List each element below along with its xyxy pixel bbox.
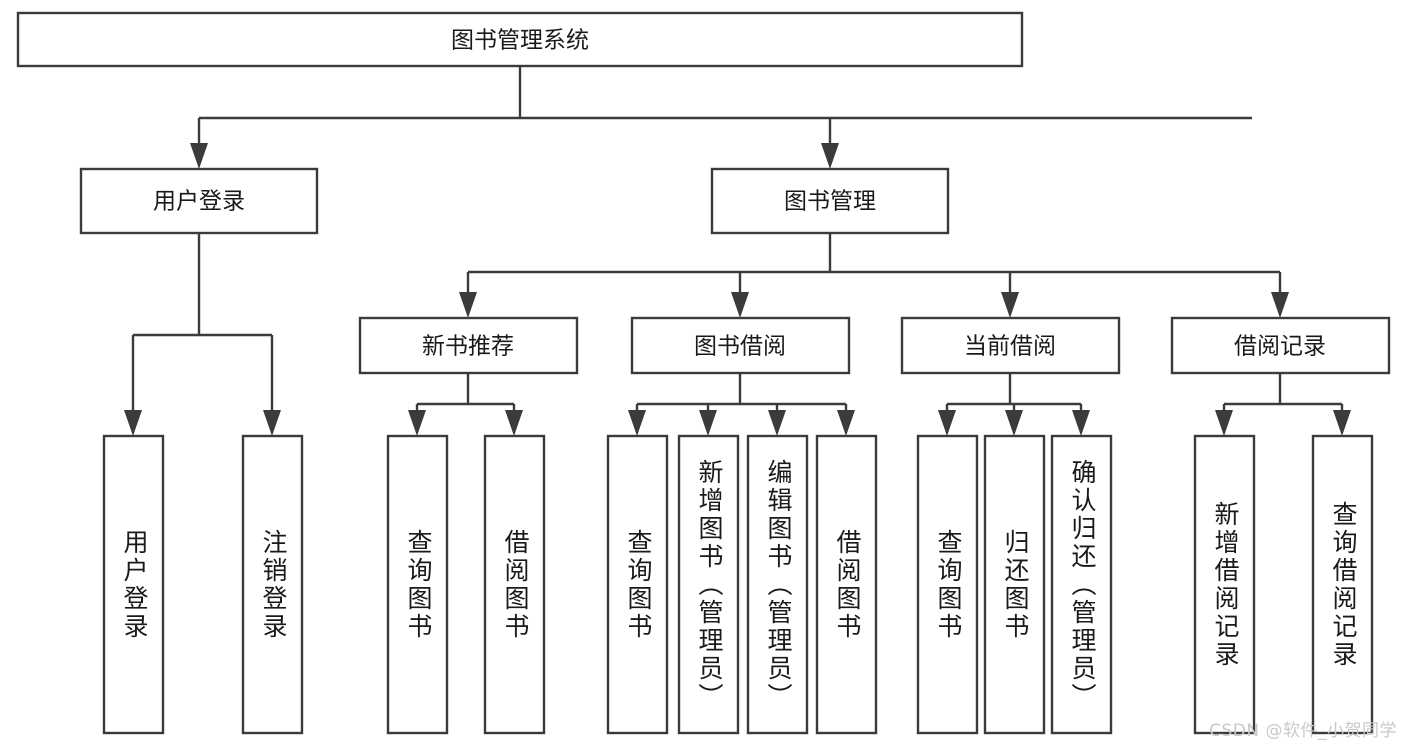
arrow-to-leaf-query-record — [1333, 410, 1351, 436]
connector-group-newbook-to-leaves — [408, 373, 523, 436]
node-current-borrow[interactable]: 当前借阅 — [900, 316, 1121, 375]
node-book-manage-label: 图书管理 — [784, 189, 876, 215]
node-leaf-user-login[interactable]: 用户登录 — [102, 434, 165, 735]
node-new-book-rec-box[interactable] — [358, 316, 579, 375]
node-leaf-query-book-1[interactable]: 查询图书 — [386, 434, 449, 735]
node-leaf-query-book-1-label: 查询图书 — [404, 529, 433, 641]
node-leaf-query-book-3-box[interactable] — [916, 434, 979, 735]
node-leaf-add-book-label: 新增图书（管理员） — [695, 459, 724, 711]
csdn-watermark: CSDN @软件_小贺同学 — [1209, 721, 1397, 741]
arrow-to-user-login — [190, 143, 208, 169]
connector-group-bookmanage-to-level3 — [459, 233, 1289, 318]
arrow-to-leaf-query-book-3 — [938, 410, 956, 436]
arrow-to-leaf-return-book — [1005, 410, 1023, 436]
node-leaf-add-book[interactable]: 新增图书（管理员） — [677, 434, 740, 735]
node-leaf-logout[interactable]: 注销登录 — [241, 434, 304, 735]
node-leaf-add-record-label: 新增借阅记录 — [1211, 501, 1240, 669]
node-root[interactable]: 图书管理系统 — [16, 11, 1024, 68]
node-book-borrow-label: 图书借阅 — [694, 334, 786, 360]
node-leaf-add-record[interactable]: 新增借阅记录 — [1193, 434, 1256, 735]
node-leaf-user-login-box[interactable] — [102, 434, 165, 735]
node-leaf-borrow-book-2[interactable]: 借阅图书 — [815, 434, 878, 735]
node-leaf-edit-book[interactable]: 编辑图书（管理员） — [746, 434, 809, 735]
node-current-borrow-label: 当前借阅 — [964, 334, 1056, 360]
node-leaf-borrow-book-2-label: 借阅图书 — [833, 529, 862, 641]
node-leaf-query-book-2[interactable]: 查询图书 — [606, 434, 669, 735]
node-leaf-query-book-2-label: 查询图书 — [624, 529, 653, 641]
arrow-to-borrow-record — [1271, 292, 1289, 318]
arrow-to-new-book-rec — [459, 292, 477, 318]
arrow-to-leaf-logout — [263, 410, 281, 436]
node-leaf-confirm-return-label: 确认归还（管理员） — [1068, 459, 1097, 711]
node-user-login[interactable]: 用户登录 — [79, 167, 319, 235]
node-new-book-rec-label: 新书推荐 — [422, 334, 514, 360]
node-leaf-borrow-book-1-label: 借阅图书 — [501, 529, 530, 641]
arrow-to-leaf-confirm-return — [1072, 410, 1090, 436]
node-borrow-record[interactable]: 借阅记录 — [1170, 316, 1391, 375]
arrow-to-leaf-query-book-1 — [408, 410, 426, 436]
node-leaf-return-book-label: 归还图书 — [1001, 529, 1030, 641]
node-current-borrow-box[interactable] — [900, 316, 1121, 375]
arrow-to-leaf-query-book-2 — [628, 410, 646, 436]
node-borrow-record-label: 借阅记录 — [1234, 334, 1326, 360]
node-leaf-confirm-return-box[interactable] — [1050, 434, 1113, 735]
node-book-manage-box[interactable] — [710, 167, 950, 235]
node-leaf-borrow-book-1-box[interactable] — [483, 434, 546, 735]
node-leaf-query-book-3-label: 查询图书 — [934, 529, 963, 641]
node-leaf-confirm-return[interactable]: 确认归还（管理员） — [1050, 434, 1113, 735]
node-book-manage[interactable]: 图书管理 — [710, 167, 950, 235]
node-leaf-query-book-1-box[interactable] — [386, 434, 449, 735]
arrow-to-leaf-user-login — [124, 410, 142, 436]
connector-group-userlogin-to-leaves — [124, 233, 281, 436]
node-leaf-user-login-label: 用户登录 — [120, 529, 149, 641]
node-leaf-borrow-book-1[interactable]: 借阅图书 — [483, 434, 546, 735]
node-leaf-edit-book-box[interactable] — [746, 434, 809, 735]
arrow-to-leaf-borrow-book-1 — [505, 410, 523, 436]
node-book-borrow[interactable]: 图书借阅 — [630, 316, 851, 375]
node-leaf-query-book-2-box[interactable] — [606, 434, 669, 735]
node-borrow-record-box[interactable] — [1170, 316, 1391, 375]
node-root-box[interactable] — [16, 11, 1024, 68]
arrow-to-leaf-add-record — [1215, 410, 1233, 436]
node-leaf-query-book-3[interactable]: 查询图书 — [916, 434, 979, 735]
node-leaf-add-book-box[interactable] — [677, 434, 740, 735]
node-book-borrow-box[interactable] — [630, 316, 851, 375]
node-leaf-query-record[interactable]: 查询借阅记录 — [1311, 434, 1374, 735]
arrow-to-leaf-edit-book — [768, 410, 786, 436]
node-new-book-rec[interactable]: 新书推荐 — [358, 316, 579, 375]
connector-group-root-to-level2 — [190, 66, 1252, 169]
arrow-to-leaf-add-book — [699, 410, 717, 436]
node-leaf-return-book-box[interactable] — [983, 434, 1046, 735]
node-leaf-query-record-label: 查询借阅记录 — [1329, 501, 1358, 669]
node-leaf-logout-label: 注销登录 — [259, 529, 288, 641]
node-user-login-box[interactable] — [79, 167, 319, 235]
arrow-to-leaf-borrow-book-2 — [837, 410, 855, 436]
node-leaf-return-book[interactable]: 归还图书 — [983, 434, 1046, 735]
arrow-to-current-borrow — [1001, 292, 1019, 318]
node-leaf-query-record-box[interactable] — [1311, 434, 1374, 735]
node-leaf-add-record-box[interactable] — [1193, 434, 1256, 735]
node-root-label: 图书管理系统 — [451, 28, 589, 54]
node-leaf-borrow-book-2-box[interactable] — [815, 434, 878, 735]
arrow-to-book-borrow — [731, 292, 749, 318]
connector-group-currentborrow-to-leaves — [938, 373, 1090, 436]
node-leaf-logout-box[interactable] — [241, 434, 304, 735]
arrow-to-book-manage — [821, 143, 839, 169]
node-user-login-label: 用户登录 — [153, 189, 245, 215]
node-leaf-edit-book-label: 编辑图书（管理员） — [764, 459, 793, 711]
connector-group-borrowrecord-to-leaves — [1215, 373, 1351, 436]
connector-group-bookborrow-to-leaves — [628, 373, 855, 436]
